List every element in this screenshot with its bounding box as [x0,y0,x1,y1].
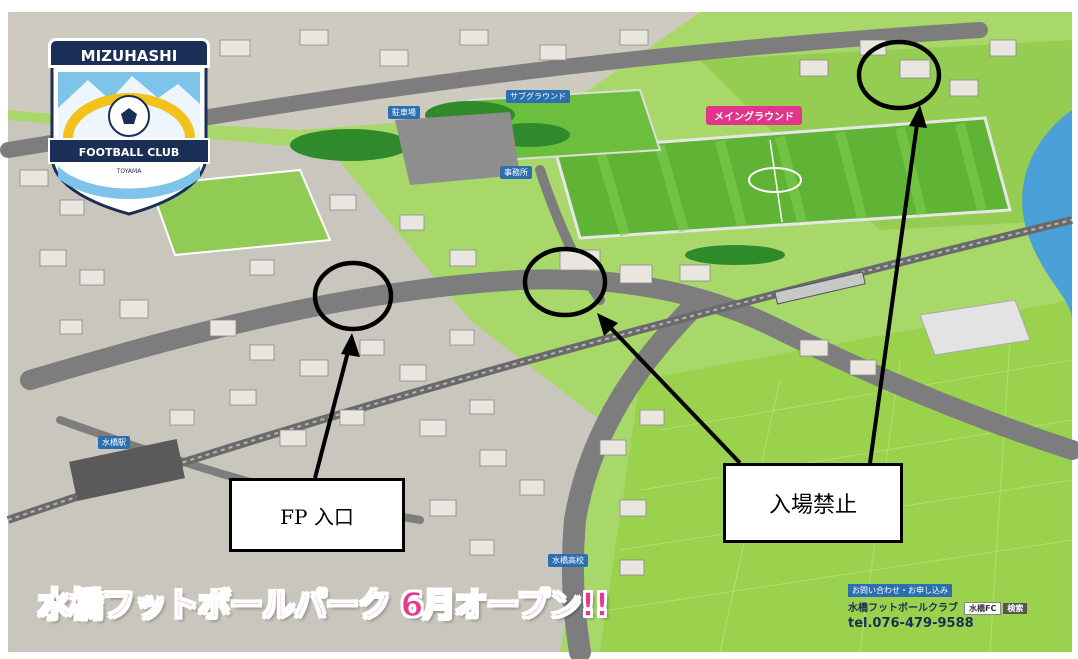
parking-label: 駐車場 [388,106,420,119]
opening-banner: 水橋フットボールパーク 6月オープン!! [37,584,610,625]
logo-sub: TOYAMA [116,168,142,175]
halfway-line [769,139,783,223]
river [1022,110,1072,320]
station-building [69,439,185,501]
annotation-arrows [313,105,927,479]
search-box: 水橋FC [964,602,1002,615]
contact-club-text: 水橋フットボールクラブ [848,603,958,614]
no-entry-circle [522,246,608,318]
office-label: 事務所 [500,166,532,179]
logo-subtitle: FOOTBALL CLUB [48,138,210,164]
contact-heading: お問い合わせ・お申し込み [848,584,952,597]
train [774,271,866,305]
arrow-head-no-entry-right [909,105,927,128]
center-circle [748,167,802,193]
fp-entrance-callout: FP 入口 [229,478,405,552]
station-label: 水橋駅 [98,436,130,449]
no-entry-callout: 入場禁止 [723,463,903,543]
houses [19,29,1017,576]
practice-fields [148,168,332,257]
arrow-head-no-entry-left [597,313,618,336]
warehouse [919,299,1031,356]
logo-title: MIZUHASHI [48,38,210,68]
arrow-no-entry-right [868,116,920,464]
search-button: 検索 [1003,603,1028,614]
parking-lot [395,112,520,185]
arrow-fp-entrance [313,343,352,479]
main-ground [553,116,1012,240]
club-logo: MIZUHASHI FOOTBALL CLUB TOYAMA [48,38,210,218]
sub-ground-label: サブグラウンド [506,90,570,103]
logo-shield [50,40,208,216]
north-gate-circle [856,39,942,111]
contact-phone: tel.076-479-9588 [848,616,974,631]
high-school-label: 水橋高校 [548,554,588,567]
arrow-head-fp-entrance [341,333,360,357]
arrow-no-entry-left [603,320,742,465]
fp-entrance-circle [312,260,394,332]
main-ground-label: メイングラウンド [706,106,802,125]
town-area [8,120,600,652]
